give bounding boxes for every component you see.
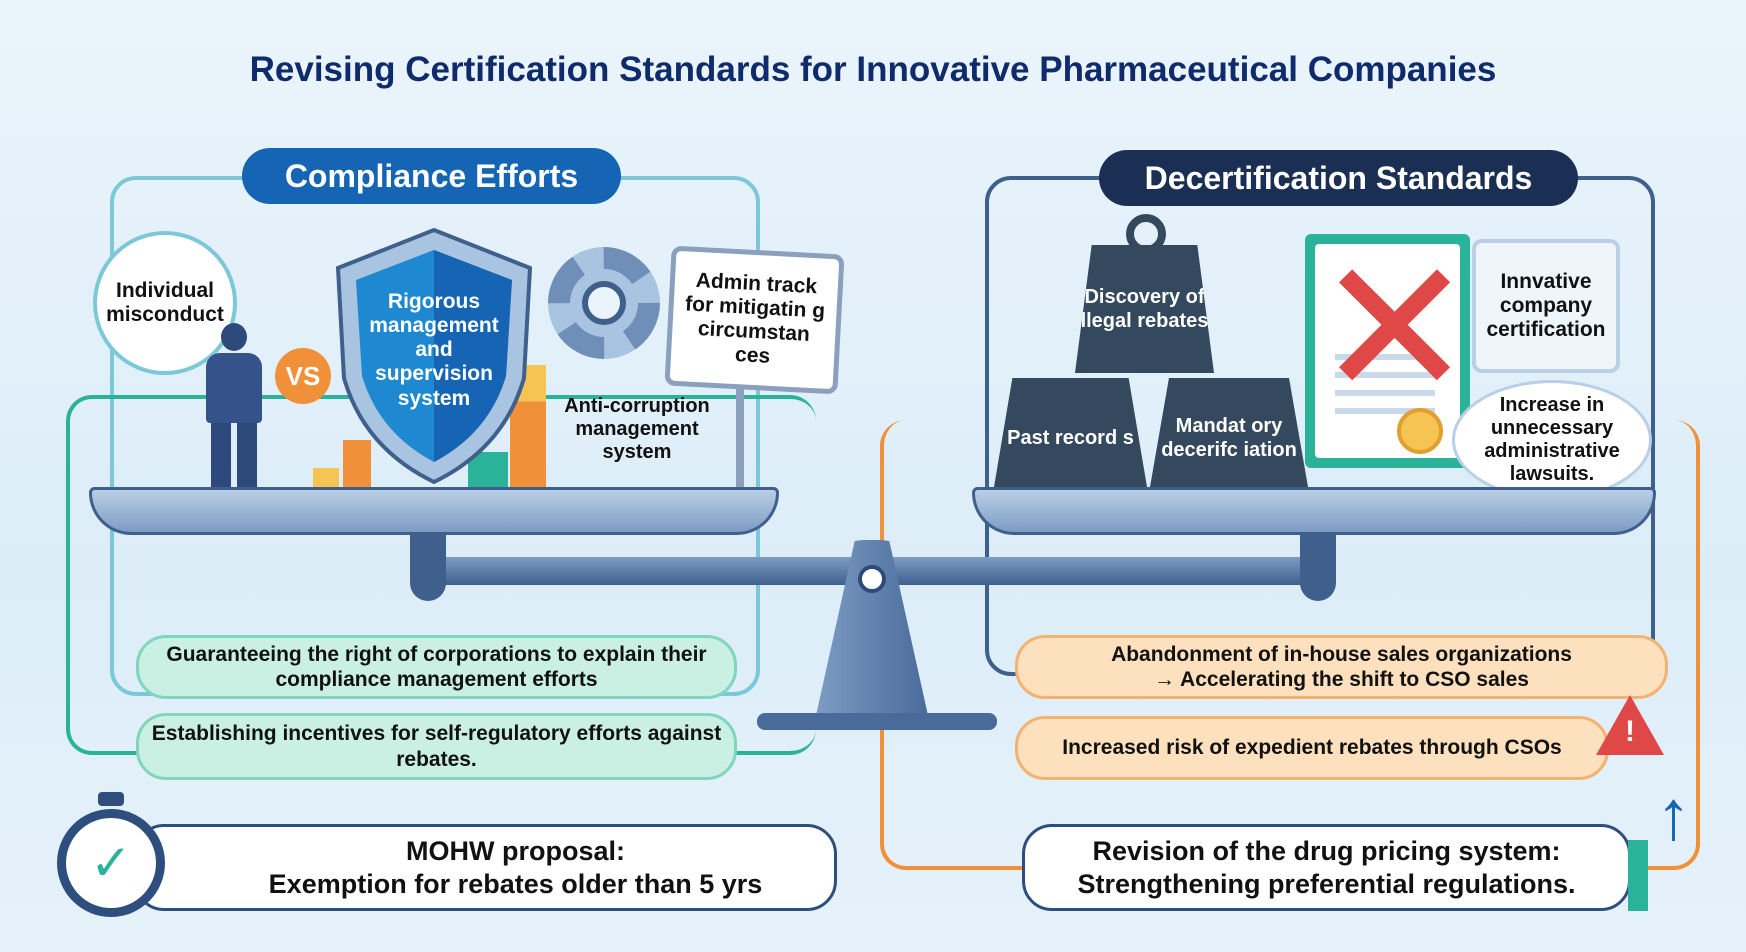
warning-icon <box>1596 695 1664 755</box>
weight-past-records: Past record s <box>994 378 1147 487</box>
shield-icon <box>335 228 533 484</box>
abandonment-line2: → Accelerating the shift to CSO sales <box>1154 668 1529 691</box>
page-title: Revising Certification Standards for Inn… <box>249 50 1497 89</box>
revision-line1: Revision of the drug pricing system: <box>1092 836 1561 867</box>
certificate-icon: ✕ <box>1305 223 1475 468</box>
bar-chart-icon <box>313 468 339 487</box>
up-arrow-icon: ↑ <box>1656 776 1691 854</box>
left-hanger <box>410 535 446 601</box>
shield-label: Rigorous management and supervision syst… <box>369 290 499 410</box>
scale-base <box>757 713 997 730</box>
anti-corruption-label: Anti-corruption management system <box>564 395 710 463</box>
weight-discovery-of-illegal-rebates: Discovery of illegal rebates. <box>1075 245 1214 373</box>
lawsuits-bubble: Increase in unnecessary administrative l… <box>1452 380 1652 500</box>
drug-pricing-revision-box: Revision of the drug pricing system:Stre… <box>1022 824 1631 911</box>
individual-misconduct-bubble: Individual misconduct <box>93 231 237 375</box>
vs-badge: VS <box>275 348 331 404</box>
fulcrum-pivot <box>858 565 886 593</box>
cso-risk-box: Increased risk of expedient rebates thro… <box>1015 716 1609 780</box>
decertification-standards-header: Decertification Standards <box>1099 150 1578 206</box>
sign-pole <box>736 380 744 487</box>
stopwatch-button <box>98 792 124 806</box>
right-hanger <box>1300 535 1336 601</box>
red-x-icon: ✕ <box>1315 223 1475 435</box>
admin-track-sign: Admin track for mitigatin g circumstan c… <box>664 245 845 395</box>
revision-line2: Strengthening preferential regulations. <box>1077 868 1576 899</box>
innovative-certification-label: Innvative company certification <box>1472 239 1620 373</box>
bar <box>343 440 371 487</box>
left-scale-pan <box>89 487 779 535</box>
proposal-line1: MOHW proposal: <box>406 836 625 867</box>
weight-mandatory-decertification: Mandat ory decerifc iation <box>1150 378 1308 487</box>
growth-bar <box>1628 840 1648 911</box>
abandonment-line1: Abandonment of in-house sales organizati… <box>1111 642 1572 666</box>
explain-efforts-box: Guaranteeing the right of corporations t… <box>136 635 737 699</box>
award-ribbon-icon <box>1397 408 1443 454</box>
mohw-proposal-box: MOHW proposal:Exemption for rebates olde… <box>134 824 837 911</box>
warning-exclamation: ! <box>1625 715 1635 748</box>
businessman-icon <box>206 323 262 487</box>
right-scale-pan <box>972 487 1656 535</box>
self-regulatory-incentives-box: Establishing incentives for self-regulat… <box>136 713 737 780</box>
proposal-line2: Exemption for rebates older than 5 yrs <box>268 868 763 899</box>
gear-icon <box>548 247 660 359</box>
stopwatch-check-icon: ✓ <box>57 809 165 917</box>
abandonment-box: Abandonment of in-house sales organizati… <box>1015 635 1668 699</box>
compliance-efforts-header: Compliance Efforts <box>242 148 621 204</box>
